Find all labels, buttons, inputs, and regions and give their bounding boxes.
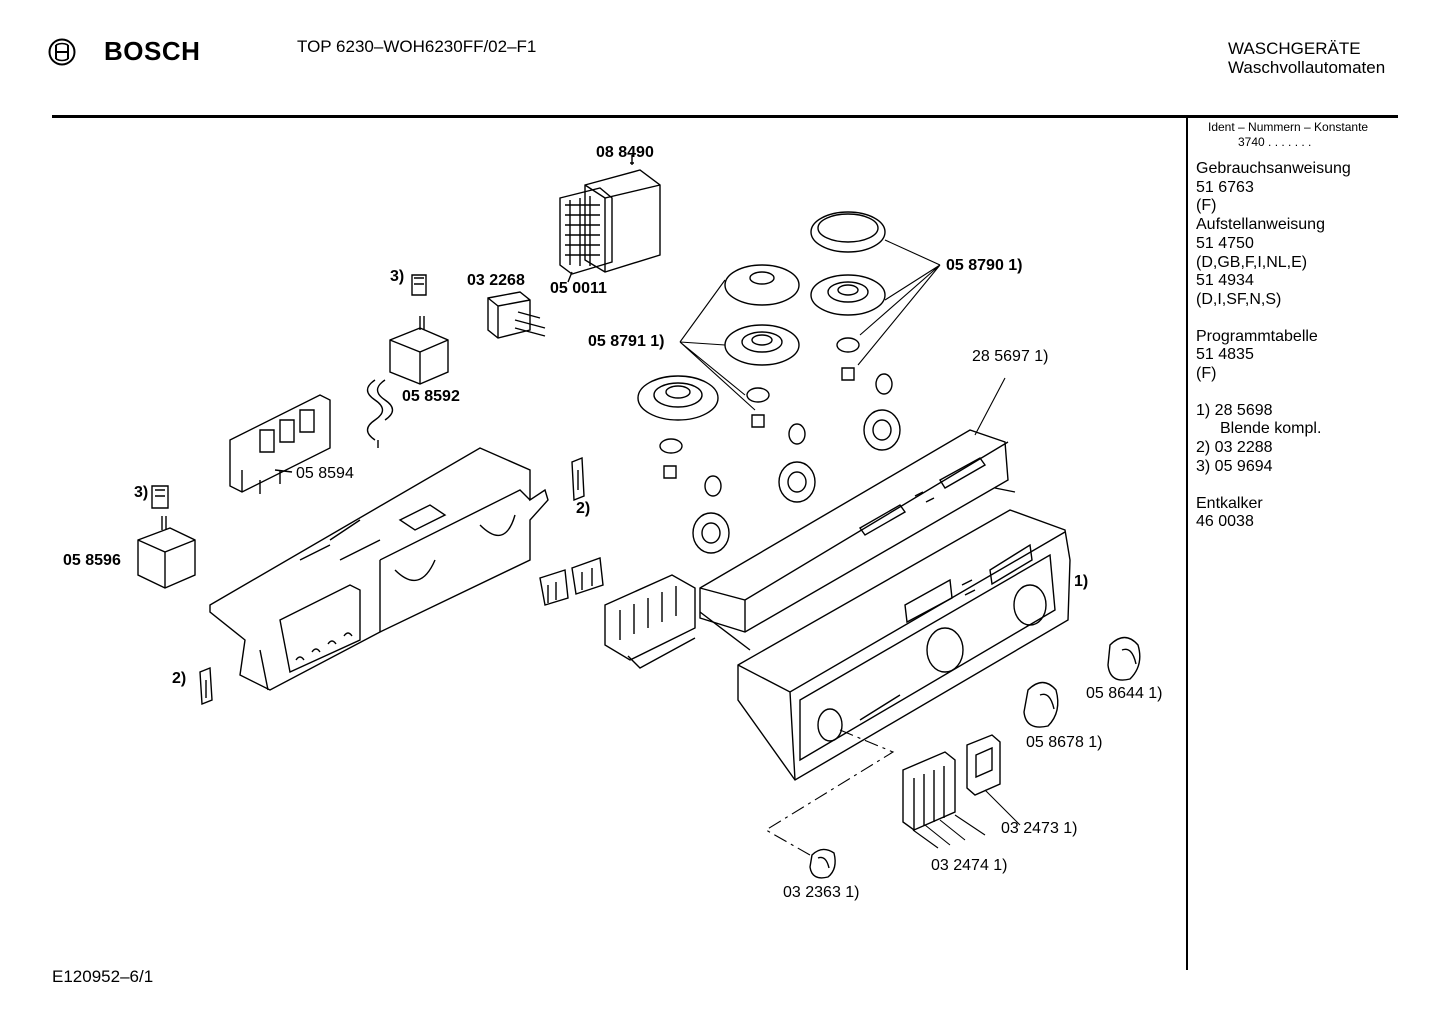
document-code: E120952–6/1 [52,967,154,986]
clip-part-lower [199,666,213,706]
push-buttons-part [902,751,956,831]
bracket-parts [539,557,604,606]
ident-value: 3740 . . . . . . . [1238,135,1312,149]
knob-cover-rings [637,211,886,421]
clip-part-right [571,456,585,502]
part-label-058790: 05 8790 1) [946,257,1023,274]
footnote-1-desc: Blende kompl. [1220,420,1322,438]
part-label-058594: 05 8594 [296,465,354,482]
front-fascia-part [737,509,1071,781]
header-divider [52,115,1398,118]
part-label-058592: 05 8592 [402,388,460,405]
connector-part [487,291,546,339]
doc-program-lang: (F) [1196,365,1217,383]
knob-mid-right [1023,681,1059,728]
part-label-058596: 05 8596 [63,552,121,569]
part-label-058644: 05 8644 1) [1086,685,1163,702]
selector-switch-part [137,516,196,589]
category-subtitle: Waschvollautomaten [1228,58,1386,77]
footnote-2: 2) 03 2288 [1196,439,1273,457]
sidebar-info: Ident – Nummern – Konstante 3740 . . . .… [1196,120,1436,532]
part-label-285697: 28 5697 1) [972,348,1049,365]
knob-cap-left [151,485,169,509]
doc-program-number: 51 4835 [1196,346,1254,364]
relay-block-part [559,155,661,283]
bosch-logo-icon [48,38,76,66]
control-panel-frame [209,447,549,691]
single-button-part [966,734,1001,796]
descaler-title: Entkalker [1196,494,1263,512]
doc-install-lang-1: (D,GB,F,I,NL,E) [1196,253,1308,271]
part-label-note-1: 1) [1074,573,1089,590]
knob-cap-top [411,274,427,296]
part-label-032268: 03 2268 [467,272,525,289]
doc-install-title: Aufstellanweisung [1196,216,1325,234]
doc-install-number-2: 51 4934 [1196,272,1254,290]
ident-title: Ident – Nummern – Konstante [1208,120,1369,134]
descaler-number: 46 0038 [1196,513,1254,531]
footnote-1: 1) 28 5698 [1196,401,1273,419]
category-title: WASCHGERÄTE [1228,39,1361,58]
part-label-088490: 08 8490 [596,144,654,161]
part-label-note-2-left: 2) [172,670,187,687]
part-label-032363: 03 2363 1) [783,884,860,901]
doc-usage-title: Gebrauchsanweisung [1196,160,1351,177]
knob-large-right [1107,636,1141,681]
gear-parts [659,337,901,554]
program-motor-part [366,316,449,448]
leader-lines [679,239,1021,856]
sidebar-divider [1186,118,1188,970]
doc-usage-number: 51 6763 [1196,178,1254,196]
part-label-032473: 03 2473 1) [1001,820,1078,837]
knob-small-bottom [809,848,836,879]
part-label-032474: 03 2474 1) [931,857,1008,874]
brand-name: BOSCH [104,36,201,66]
doc-install-number-1: 51 4750 [1196,234,1254,252]
part-label-note-3-left: 3) [134,484,149,501]
switch-block-part [604,574,696,669]
doc-install-lang-2: (D,I,SF,N,S) [1196,290,1282,308]
model-number: TOP 6230–WOH6230FF/02–F1 [297,37,537,56]
part-label-058791: 05 8791 1) [588,333,665,350]
doc-usage-lang: (F) [1196,197,1217,215]
doc-program-title: Programmtabelle [1196,327,1318,345]
part-label-050011: 05 0011 [550,280,607,297]
part-label-note-3-top: 3) [390,268,405,285]
electronic-board-part [229,394,331,494]
part-label-058678: 05 8678 1) [1026,734,1103,751]
panel-strip-part [699,429,1016,651]
footnote-3: 3) 05 9694 [1196,457,1273,475]
part-label-note-2-right: 2) [576,500,591,517]
